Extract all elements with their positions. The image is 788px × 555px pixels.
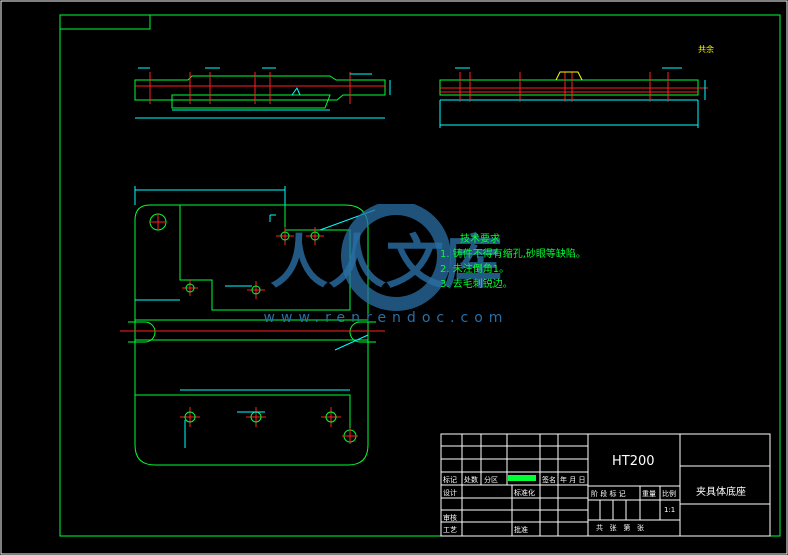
tb-stage: 阶 段 标 记 <box>591 490 626 498</box>
tb-approve: 批准 <box>514 526 528 534</box>
tb-process: 工艺 <box>443 526 457 534</box>
tb-scale: 1:1 <box>664 506 676 514</box>
tb-date: 年 月 日 <box>560 476 586 484</box>
material-label: HT200 <box>612 454 655 469</box>
tech-req-item-3: 3. 去毛刺锐边。 <box>440 279 513 290</box>
tb-zone: 分区 <box>484 476 498 484</box>
tb-signature: 签名 <box>542 476 556 484</box>
title-block <box>440 433 771 537</box>
side-view-left <box>134 67 391 119</box>
tb-count: 处数 <box>464 476 478 484</box>
tb-standardize: 标准化 <box>514 489 535 497</box>
tech-req-item-2: 2. 未注倒角1。 <box>440 264 510 275</box>
technical-requirements: 技术要求 1. 铸件不得有缩孔,砂眼等缺陷。 2. 未注倒角1。 3. 去毛刺锐… <box>440 232 586 292</box>
inner-frame <box>59 14 781 537</box>
plan-view <box>120 186 385 466</box>
tech-req-item-1: 1. 铸件不得有缩孔,砂眼等缺陷。 <box>440 249 586 260</box>
part-name: 夹具体底座 <box>696 487 746 498</box>
tb-sheets: 共 张 第 张 <box>596 524 645 532</box>
tb-design: 设计 <box>443 489 457 497</box>
tb-ratio: 比例 <box>662 490 676 498</box>
drawing-number-box <box>59 14 151 30</box>
tb-weight: 重量 <box>642 490 656 498</box>
side-view-right <box>439 67 708 128</box>
quantity-note: 共余 <box>698 45 714 54</box>
tb-check: 审核 <box>443 514 457 522</box>
tb-mark: 标记 <box>443 476 457 484</box>
tech-req-title: 技术要求 <box>460 234 500 245</box>
